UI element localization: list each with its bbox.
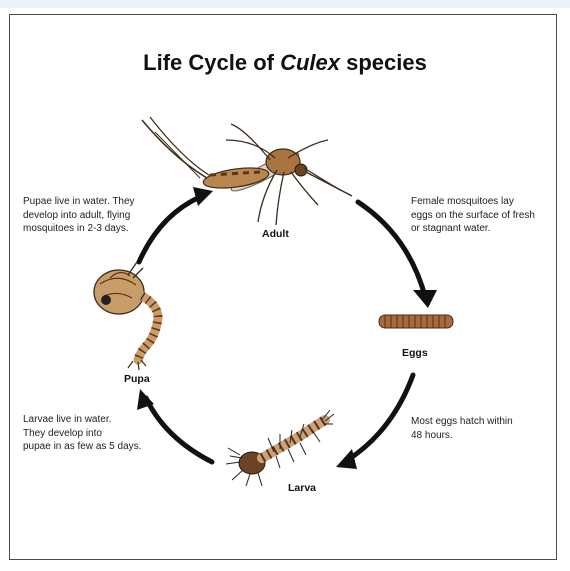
arrow-eggs-to-larva — [346, 375, 413, 461]
stage-label-larva: Larva — [288, 482, 316, 494]
note-eggs-to-larva: Most eggs hatch within 48 hours. — [411, 415, 551, 442]
pupa-icon — [94, 262, 158, 370]
arrowhead-larva — [336, 449, 357, 469]
arrowhead-adult — [193, 187, 213, 206]
stage-label-eggs: Eggs — [402, 347, 428, 359]
note-larva-to-pupa: Larvae live in water. They develop into … — [23, 413, 173, 454]
larva-icon — [226, 410, 334, 486]
arrowhead-eggs — [413, 290, 437, 308]
stage-label-adult: Adult — [262, 228, 289, 240]
note-pupa-to-adult: Pupae live in water. They develop into a… — [23, 195, 173, 236]
stage-label-pupa: Pupa — [124, 373, 150, 385]
adult-mosquito-icon — [142, 117, 352, 225]
note-adult-to-eggs: Female mosquitoes lay eggs on the surfac… — [411, 195, 561, 236]
egg-raft-icon — [379, 315, 453, 328]
